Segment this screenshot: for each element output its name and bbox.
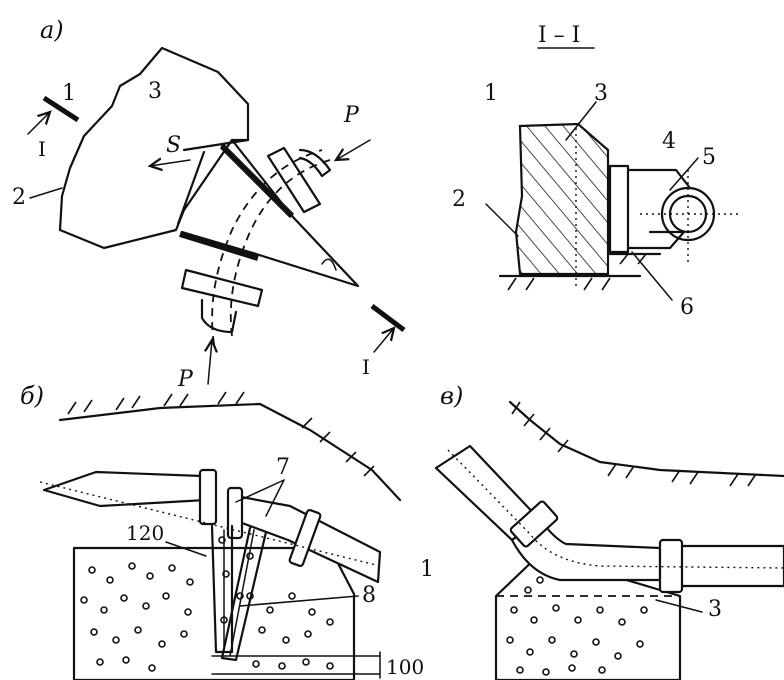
ground-surface [58,402,402,502]
label-5: 5 [702,145,716,170]
axis-curve [211,149,323,345]
panel-b: б) [20,382,434,680]
panel-b-letter: б) [20,382,44,410]
leader-6 [631,251,673,301]
thick-edge-2 [179,231,259,261]
flange-v-1 [509,500,559,548]
ground-hatch-b [67,391,375,477]
leader-8 [239,595,359,607]
dim-120: 120 [126,521,164,545]
label-3: 3 [148,79,162,104]
concrete-aggregate-v [506,570,648,676]
label-4: 4 [662,129,676,154]
flange-v-2 [658,538,684,594]
section-arrow-top [27,112,50,135]
flange-1 [198,468,218,526]
p-arrow-top [336,139,371,160]
leader-7b [265,479,285,517]
label-3: 3 [594,81,608,106]
section-arrow-bottom [373,328,394,353]
flange-2 [226,486,244,540]
panel-v-letter: в) [440,382,463,410]
s-arrow [150,160,191,166]
section-mark-top [42,95,80,123]
top-clamp [266,146,332,214]
thick-edge-1 [219,143,295,219]
flange-3 [288,509,322,567]
dim-100: 100 [386,655,424,679]
plate [608,164,630,254]
leader-3-v [655,599,703,613]
axis-curve-2 [229,159,331,337]
label-2: 2 [12,185,26,210]
label-1: 1 [420,557,434,582]
concrete-aggregate [80,562,334,672]
panel-a: а) S P P I [12,16,406,392]
label-8: 8 [362,583,376,608]
hatched-block [514,122,610,276]
label-3: 3 [708,597,722,622]
leader-3 [565,101,597,141]
leader-2 [485,203,519,237]
label-6: 6 [680,295,694,320]
concrete-block [72,546,356,680]
pipe-bend [510,518,662,582]
leader-5 [669,157,699,191]
label-1: 1 [484,81,498,106]
label-2: 2 [452,187,466,212]
p-arrow-bottom [208,340,212,385]
label-s: S [166,133,181,158]
cone-angle-arc [321,258,337,271]
block-outline [58,46,250,250]
label-p-top: P [343,103,360,128]
pipe-centerline [39,481,381,567]
label-p-bottom: P [177,367,194,392]
section-mark-bottom [370,304,406,332]
label-section-top: I [38,137,46,161]
ground-surface-v [508,400,784,478]
section-view: I – I 1 3 2 4 5 6 [452,23,740,320]
section-title: I – I [538,23,580,48]
ground-hatch [498,253,647,291]
leader-120 [165,541,207,557]
panel-v: в) [434,382,784,680]
anchor-rod-2 [220,526,268,662]
label-1: 1 [62,81,76,106]
anchor-rod-1 [210,524,234,654]
bottom-clamp [180,268,264,334]
face-line [182,138,250,152]
pipe-horizontal [678,544,784,588]
label-7: 7 [276,455,290,480]
leader-2 [29,187,63,199]
panel-a-letter: а) [40,16,64,44]
pipe-left [42,470,208,508]
bracket-4 [626,168,692,250]
label-section-bottom: I [362,355,370,379]
ground-hatch-v [511,401,757,487]
pipe-centerline-v [447,449,784,569]
leader-7a [235,479,285,503]
